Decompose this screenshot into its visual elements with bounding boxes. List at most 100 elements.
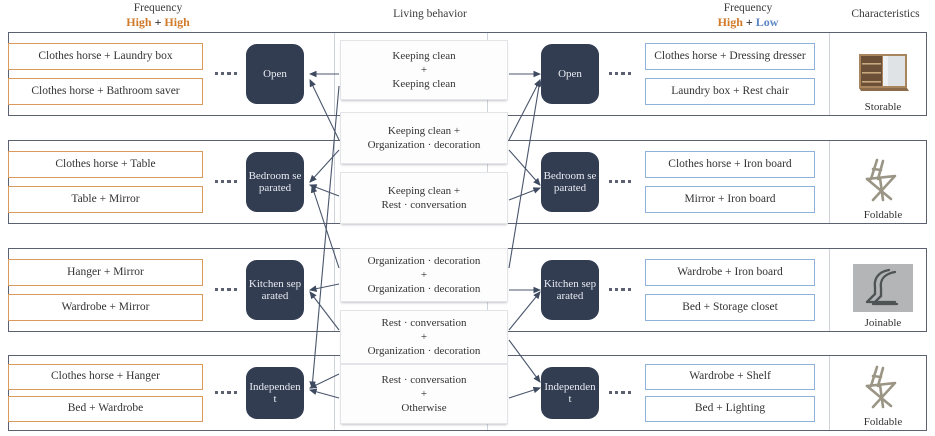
- dot: [621, 72, 625, 76]
- row-separator: [334, 249, 335, 331]
- dot: [621, 180, 625, 184]
- dotted-connector-left: [215, 288, 237, 292]
- behavior-label: Organization · decoration + Organization…: [367, 254, 481, 296]
- row-separator: [829, 356, 830, 430]
- header-right-high: High: [717, 14, 743, 29]
- behavior-box-2[interactable]: Keeping clean + Organization · decoratio…: [340, 112, 508, 164]
- dot: [227, 288, 231, 292]
- node-left-3[interactable]: Kitchen separated: [246, 260, 304, 320]
- pair-box-left: Clothes horse + Bathroom saver: [8, 78, 203, 105]
- dot: [227, 391, 231, 395]
- node-right-2[interactable]: Bedroom separated: [541, 152, 599, 212]
- pair-box-left: Clothes horse + Laundry box: [8, 43, 203, 70]
- foldable-chair-icon: [865, 158, 897, 202]
- header-right-plus: +: [742, 14, 756, 29]
- dot: [227, 72, 231, 76]
- characteristic-cell: Foldable: [843, 358, 923, 428]
- node-right-3[interactable]: Kitchen separated: [541, 260, 599, 320]
- characteristic-label: Joinable: [864, 317, 902, 329]
- node-right-4[interactable]: Independent: [541, 367, 599, 419]
- dot: [233, 391, 237, 395]
- dot: [221, 391, 225, 395]
- dot: [215, 72, 219, 76]
- characteristic-thumb: [847, 359, 919, 415]
- dot: [215, 288, 219, 292]
- characteristic-cell: Joinable: [843, 251, 923, 329]
- header-left-plus: +: [151, 14, 165, 29]
- dotted-connector-left: [215, 180, 237, 184]
- pair-box-left: Wardrobe + Mirror: [8, 294, 203, 321]
- characteristic-cell: Foldable: [843, 143, 923, 221]
- dot: [621, 391, 625, 395]
- joinable-chair-icon: [853, 264, 913, 312]
- dot: [221, 288, 225, 292]
- pair-box-right: Wardrobe + Iron board: [645, 259, 815, 286]
- pair-box-right: Wardrobe + Shelf: [645, 364, 815, 390]
- characteristic-label: Foldable: [863, 416, 903, 428]
- behavior-box-1[interactable]: Keeping clean + Keeping clean: [340, 40, 508, 100]
- header-characteristics-title: Characteristics: [851, 8, 920, 20]
- node-left-2[interactable]: Bedroom separated: [246, 152, 304, 212]
- node-left-1[interactable]: Open: [246, 44, 304, 104]
- dot: [627, 72, 631, 76]
- dot: [609, 288, 613, 292]
- dot: [215, 180, 219, 184]
- header-left-high1: High: [126, 14, 152, 29]
- pair-box-right: Mirror + Iron board: [645, 186, 815, 213]
- dotted-connector-right: [609, 391, 631, 395]
- header-right-line1: Frequency: [723, 2, 773, 14]
- header-right-low: Low: [755, 14, 779, 29]
- header-left-line1: Frequency: [133, 2, 183, 14]
- dot: [627, 288, 631, 292]
- header-frequency-left: Frequency High + High: [58, 2, 258, 29]
- characteristic-label: Foldable: [863, 209, 903, 221]
- pair-box-left: Clothes horse + Table: [8, 151, 203, 178]
- pair-box-right: Bed + Lighting: [645, 396, 815, 422]
- dot: [627, 180, 631, 184]
- dot: [609, 180, 613, 184]
- behavior-label: Rest · conversation + Otherwise: [381, 373, 467, 415]
- header-center-title: Living behavior: [393, 8, 467, 20]
- dot: [609, 391, 613, 395]
- characteristic-thumb: [847, 260, 919, 316]
- dot: [233, 72, 237, 76]
- dotted-connector-right: [609, 288, 631, 292]
- row-separator: [829, 33, 830, 115]
- row-separator: [334, 356, 335, 430]
- dotted-connector-right: [609, 72, 631, 76]
- storable-cabinet-icon: [859, 54, 909, 91]
- header-characteristics: Characteristics: [836, 8, 935, 21]
- dot: [233, 288, 237, 292]
- behavior-label: Rest · conversation + Organization · dec…: [367, 316, 481, 358]
- pair-box-left: Clothes horse + Hanger: [8, 364, 203, 390]
- pair-box-right: Clothes horse + Dressing dresser: [645, 43, 815, 70]
- characteristic-label: Storable: [864, 101, 902, 113]
- behavior-box-6[interactable]: Rest · conversation + Otherwise: [340, 364, 508, 424]
- pair-box-right: Bed + Storage closet: [645, 294, 815, 321]
- header-left-line2: High + High: [58, 14, 258, 29]
- header-left-high2: High: [164, 14, 190, 29]
- pair-box-right: Clothes horse + Iron board: [645, 151, 815, 178]
- node-right-1[interactable]: Open: [541, 44, 599, 104]
- row-separator: [829, 141, 830, 223]
- dot: [615, 391, 619, 395]
- behavior-box-3[interactable]: Keeping clean + Rest · conversation: [340, 172, 508, 224]
- pair-box-right: Laundry box + Rest chair: [645, 78, 815, 105]
- foldable-chair-icon: [865, 365, 897, 409]
- behavior-box-5[interactable]: Rest · conversation + Organization · dec…: [340, 310, 508, 364]
- pair-box-left: Bed + Wardrobe: [8, 396, 203, 422]
- header-right-line2: High + Low: [648, 14, 848, 29]
- node-left-4[interactable]: Independent: [246, 367, 304, 419]
- dot: [621, 288, 625, 292]
- dot: [615, 72, 619, 76]
- dotted-connector-left: [215, 391, 237, 395]
- dot: [615, 180, 619, 184]
- characteristic-thumb: [847, 152, 919, 208]
- behavior-label: Keeping clean + Keeping clean: [392, 49, 456, 91]
- row-separator: [829, 249, 830, 331]
- characteristic-thumb: [847, 44, 919, 100]
- characteristic-cell: Storable: [843, 35, 923, 113]
- row-separator: [334, 33, 335, 115]
- behavior-box-4[interactable]: Organization · decoration + Organization…: [340, 248, 508, 302]
